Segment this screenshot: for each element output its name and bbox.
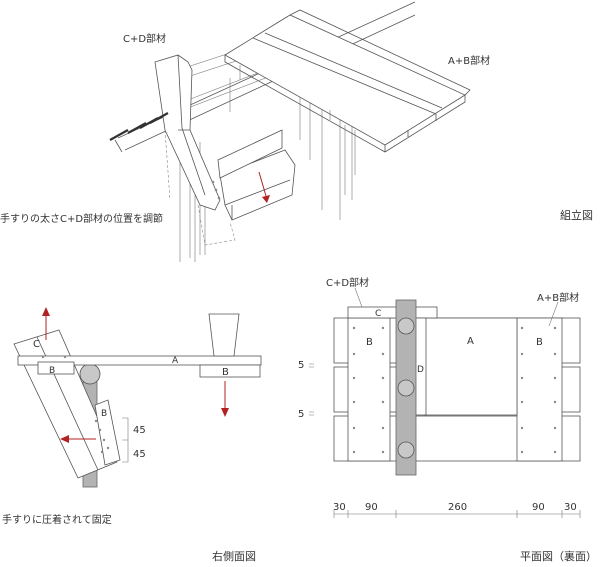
plan-label-cd: C+D部材 — [326, 276, 369, 289]
plan-bar-c — [347, 306, 438, 319]
plan-label-a: A — [467, 336, 474, 347]
side-label-b-right: B — [222, 367, 229, 378]
assembly-label-ab: A+B部材 — [448, 54, 490, 67]
plan-caption: 平面図（裏面） — [520, 549, 597, 563]
side-dim-45-upper: 45 — [133, 425, 146, 436]
side-dim-bracket — [122, 417, 129, 463]
plan-dim-260: 260 — [448, 502, 467, 513]
side-board-a — [17, 355, 262, 366]
side-dim-45-lower: 45 — [133, 449, 146, 460]
assembly-view: C+D部材 A+B部材 手すりの太さC+D部材の位置を調節 組立図 — [0, 1, 593, 262]
plan-label-b-left: B — [366, 337, 373, 348]
side-arrow-left — [60, 435, 96, 443]
plan-label-d: D — [417, 365, 424, 375]
plan-label-b-right: B — [536, 337, 543, 348]
iso-hidden-lines — [164, 129, 236, 246]
iso-adjust-arrow — [258, 171, 270, 203]
side-label-c: C — [33, 339, 40, 350]
plan-gap-lower: 5 — [298, 409, 304, 420]
assembly-note-adjust: 手すりの太さC+D部材の位置を調節 — [0, 212, 163, 225]
side-screw-holes — [41, 355, 110, 454]
plan-gap-ticks — [309, 363, 314, 416]
assembly-caption: 組立図 — [560, 208, 593, 222]
plan-pipe-circle-3 — [397, 441, 415, 459]
side-label-b-left: B — [49, 366, 55, 376]
side-cup — [208, 313, 240, 357]
plan-batten-b-left — [347, 317, 391, 462]
plan-batten-b-right — [516, 317, 563, 462]
side-arrow-up — [42, 307, 50, 340]
side-view: 45 45 C B A B B 手すりに圧着されて固定 右側面図 — [2, 307, 262, 563]
iso-screw-holes — [211, 180, 221, 200]
iso-cd-member — [154, 54, 221, 211]
assembly-label-cd: C+D部材 — [123, 32, 166, 45]
plan-label-ab: A+B部材 — [537, 291, 579, 304]
iso-cd-member-edges — [177, 54, 206, 196]
plan-pipe-circle-1 — [397, 317, 415, 335]
iso-screws — [109, 112, 169, 141]
plan-view: 5 5 30 90 260 90 30 C+D部材 A+B部材 C B A D … — [298, 276, 597, 563]
plan-dim-30-right: 30 — [564, 502, 577, 513]
iso-tabletop-front-edge — [407, 114, 437, 137]
plan-dim-90-right: 90 — [532, 502, 545, 513]
plan-label-c: C — [375, 309, 381, 319]
iso-tabletop-board-lines — [224, 9, 471, 153]
plan-dim-90-left: 90 — [365, 502, 378, 513]
side-block-b-lower — [94, 399, 121, 466]
plan-gap-upper: 5 — [298, 360, 304, 371]
plan-pipe-circle-2 — [397, 379, 415, 397]
side-note: 手すりに圧着されて固定 — [2, 513, 112, 526]
plan-leader-cd — [354, 287, 363, 308]
side-arrow-down — [221, 381, 229, 417]
iso-clamp-block-upper — [217, 129, 283, 179]
side-block-b-left — [37, 361, 75, 375]
plan-area-a — [423, 317, 518, 416]
plan-dims: 30 90 260 90 30 — [333, 502, 577, 513]
iso-clamp-block-edges — [224, 179, 291, 220]
side-caption: 右側面図 — [212, 549, 256, 563]
plan-leader-ab — [548, 301, 559, 327]
plan-dim-line — [333, 510, 581, 518]
side-label-a: A — [172, 356, 179, 366]
side-block-b-right — [199, 364, 261, 378]
side-label-b-lower: B — [101, 409, 107, 419]
iso-table-understructure — [239, 65, 356, 195]
side-pipe-circle — [79, 363, 101, 385]
plan-dim-30-left: 30 — [333, 502, 346, 513]
plan-screw-holes — [352, 326, 557, 454]
